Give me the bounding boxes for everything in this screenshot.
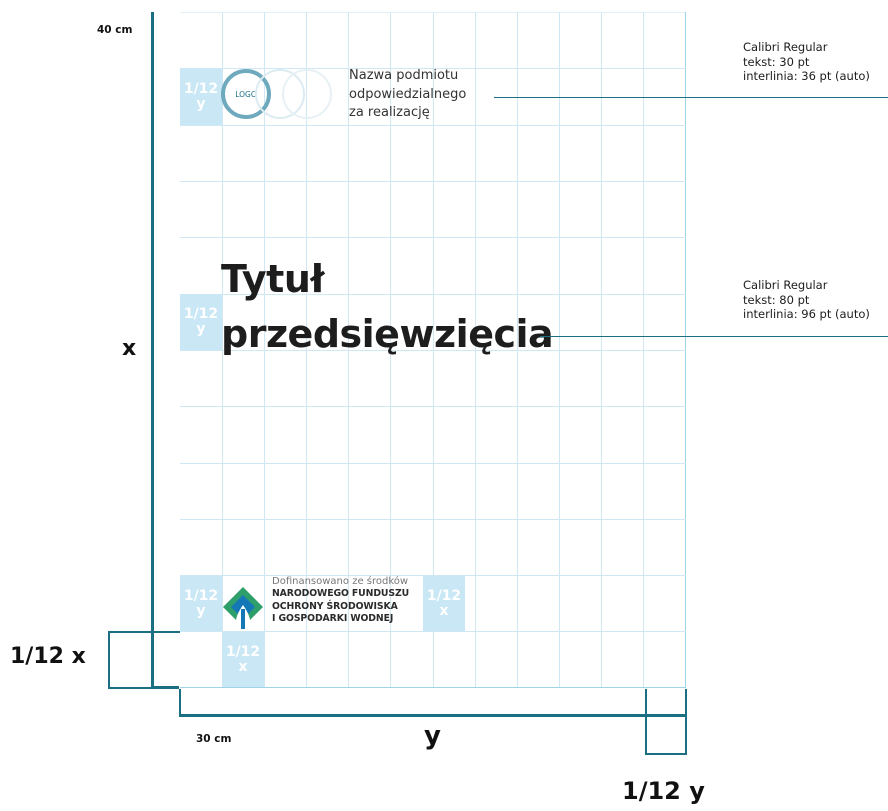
funding-statement: Dofinansowano ze środków NARODOWEGO FUND… bbox=[272, 575, 409, 626]
nfosigw-logo-icon bbox=[223, 587, 263, 629]
grid-row-line bbox=[180, 575, 686, 576]
margin-x-label: 1/12 x bbox=[10, 644, 86, 669]
grid-row-line bbox=[180, 631, 686, 632]
cell-axis: y bbox=[196, 602, 206, 619]
logo-label: LOGO bbox=[235, 89, 257, 99]
entity-spec-note: Calibri Regular tekst: 30 pt interlinia:… bbox=[743, 40, 870, 84]
grid-row-line bbox=[180, 237, 686, 238]
entity-line: Nazwa podmiotu bbox=[349, 68, 459, 83]
cell-fraction: 1/12 bbox=[183, 587, 219, 604]
cell-axis: y bbox=[196, 96, 206, 112]
spec-leading: interlinia: 36 pt (auto) bbox=[743, 69, 870, 83]
grid-row-line bbox=[180, 463, 686, 464]
cell-fraction: 1/12 bbox=[183, 81, 219, 98]
title-spec-leader bbox=[540, 336, 888, 337]
entity-spec-leader bbox=[494, 97, 888, 98]
margin-y-dimension-line bbox=[645, 753, 687, 755]
spec-leading: interlinia: 96 pt (auto) bbox=[743, 307, 870, 321]
y-label: y bbox=[424, 721, 441, 751]
cell-fraction: 1/12 bbox=[183, 306, 219, 323]
project-title-line-1: Tytuł bbox=[221, 257, 325, 301]
entity-line: za realizację bbox=[349, 105, 430, 120]
margin-x-top-tick bbox=[108, 631, 180, 633]
margin-y-label: 1/12 y bbox=[622, 777, 705, 805]
height-cm-label: 40 cm bbox=[97, 24, 133, 36]
margin-y-left-tick bbox=[645, 689, 647, 755]
width-dimension-right-tick bbox=[685, 689, 687, 717]
grid-bottom-edge bbox=[180, 687, 686, 688]
spec-font: Calibri Regular bbox=[743, 40, 828, 54]
cell-fraction: 1/12 bbox=[426, 587, 462, 604]
grid-row-line bbox=[180, 350, 686, 351]
spec-size: tekst: 30 pt bbox=[743, 54, 810, 69]
margin-y-right-tick bbox=[685, 717, 687, 755]
funding-lead: Dofinansowano ze środków bbox=[272, 576, 409, 587]
fund-name-line: I GOSPODARKI WODNEJ bbox=[272, 613, 394, 624]
cell-axis: x bbox=[439, 602, 449, 619]
margin-x-dimension-line bbox=[108, 631, 110, 689]
fund-name-line: OCHRONY ŚRODOWISKA bbox=[272, 600, 398, 612]
project-title-line-2: przedsięwzięcia bbox=[221, 312, 554, 356]
grid-row-line bbox=[180, 68, 686, 69]
entity-line: odpowiedzialnego bbox=[349, 86, 467, 102]
spec-font: Calibri Regular bbox=[743, 278, 828, 292]
title-spec-note: Calibri Regular tekst: 80 pt interlinia:… bbox=[743, 278, 870, 322]
grid-row-line bbox=[180, 406, 686, 407]
logo-ghost-circle bbox=[282, 69, 332, 119]
width-cm-label: 30 cm bbox=[196, 733, 232, 745]
cell-axis: y bbox=[196, 321, 206, 337]
height-dimension-tick bbox=[151, 686, 179, 689]
grid-row-line bbox=[180, 294, 686, 295]
grid-row-line bbox=[180, 519, 686, 520]
entity-name: Nazwa podmiotu odpowiedzialnego za reali… bbox=[349, 67, 466, 123]
spec-size: tekst: 80 pt bbox=[743, 292, 810, 307]
width-dimension-line bbox=[179, 714, 687, 717]
cell-axis: x bbox=[238, 658, 248, 675]
x-label: x bbox=[122, 336, 137, 361]
margin-x-bottom-tick bbox=[108, 687, 152, 689]
width-dimension-left-tick bbox=[179, 689, 181, 717]
cell-fraction: 1/12 bbox=[225, 643, 261, 660]
grid-row-line bbox=[180, 181, 686, 182]
layout-grid bbox=[180, 12, 686, 688]
grid-row-line bbox=[180, 125, 686, 126]
fund-name-line: NARODOWEGO FUNDUSZU bbox=[272, 588, 410, 599]
height-dimension-line bbox=[151, 12, 154, 689]
